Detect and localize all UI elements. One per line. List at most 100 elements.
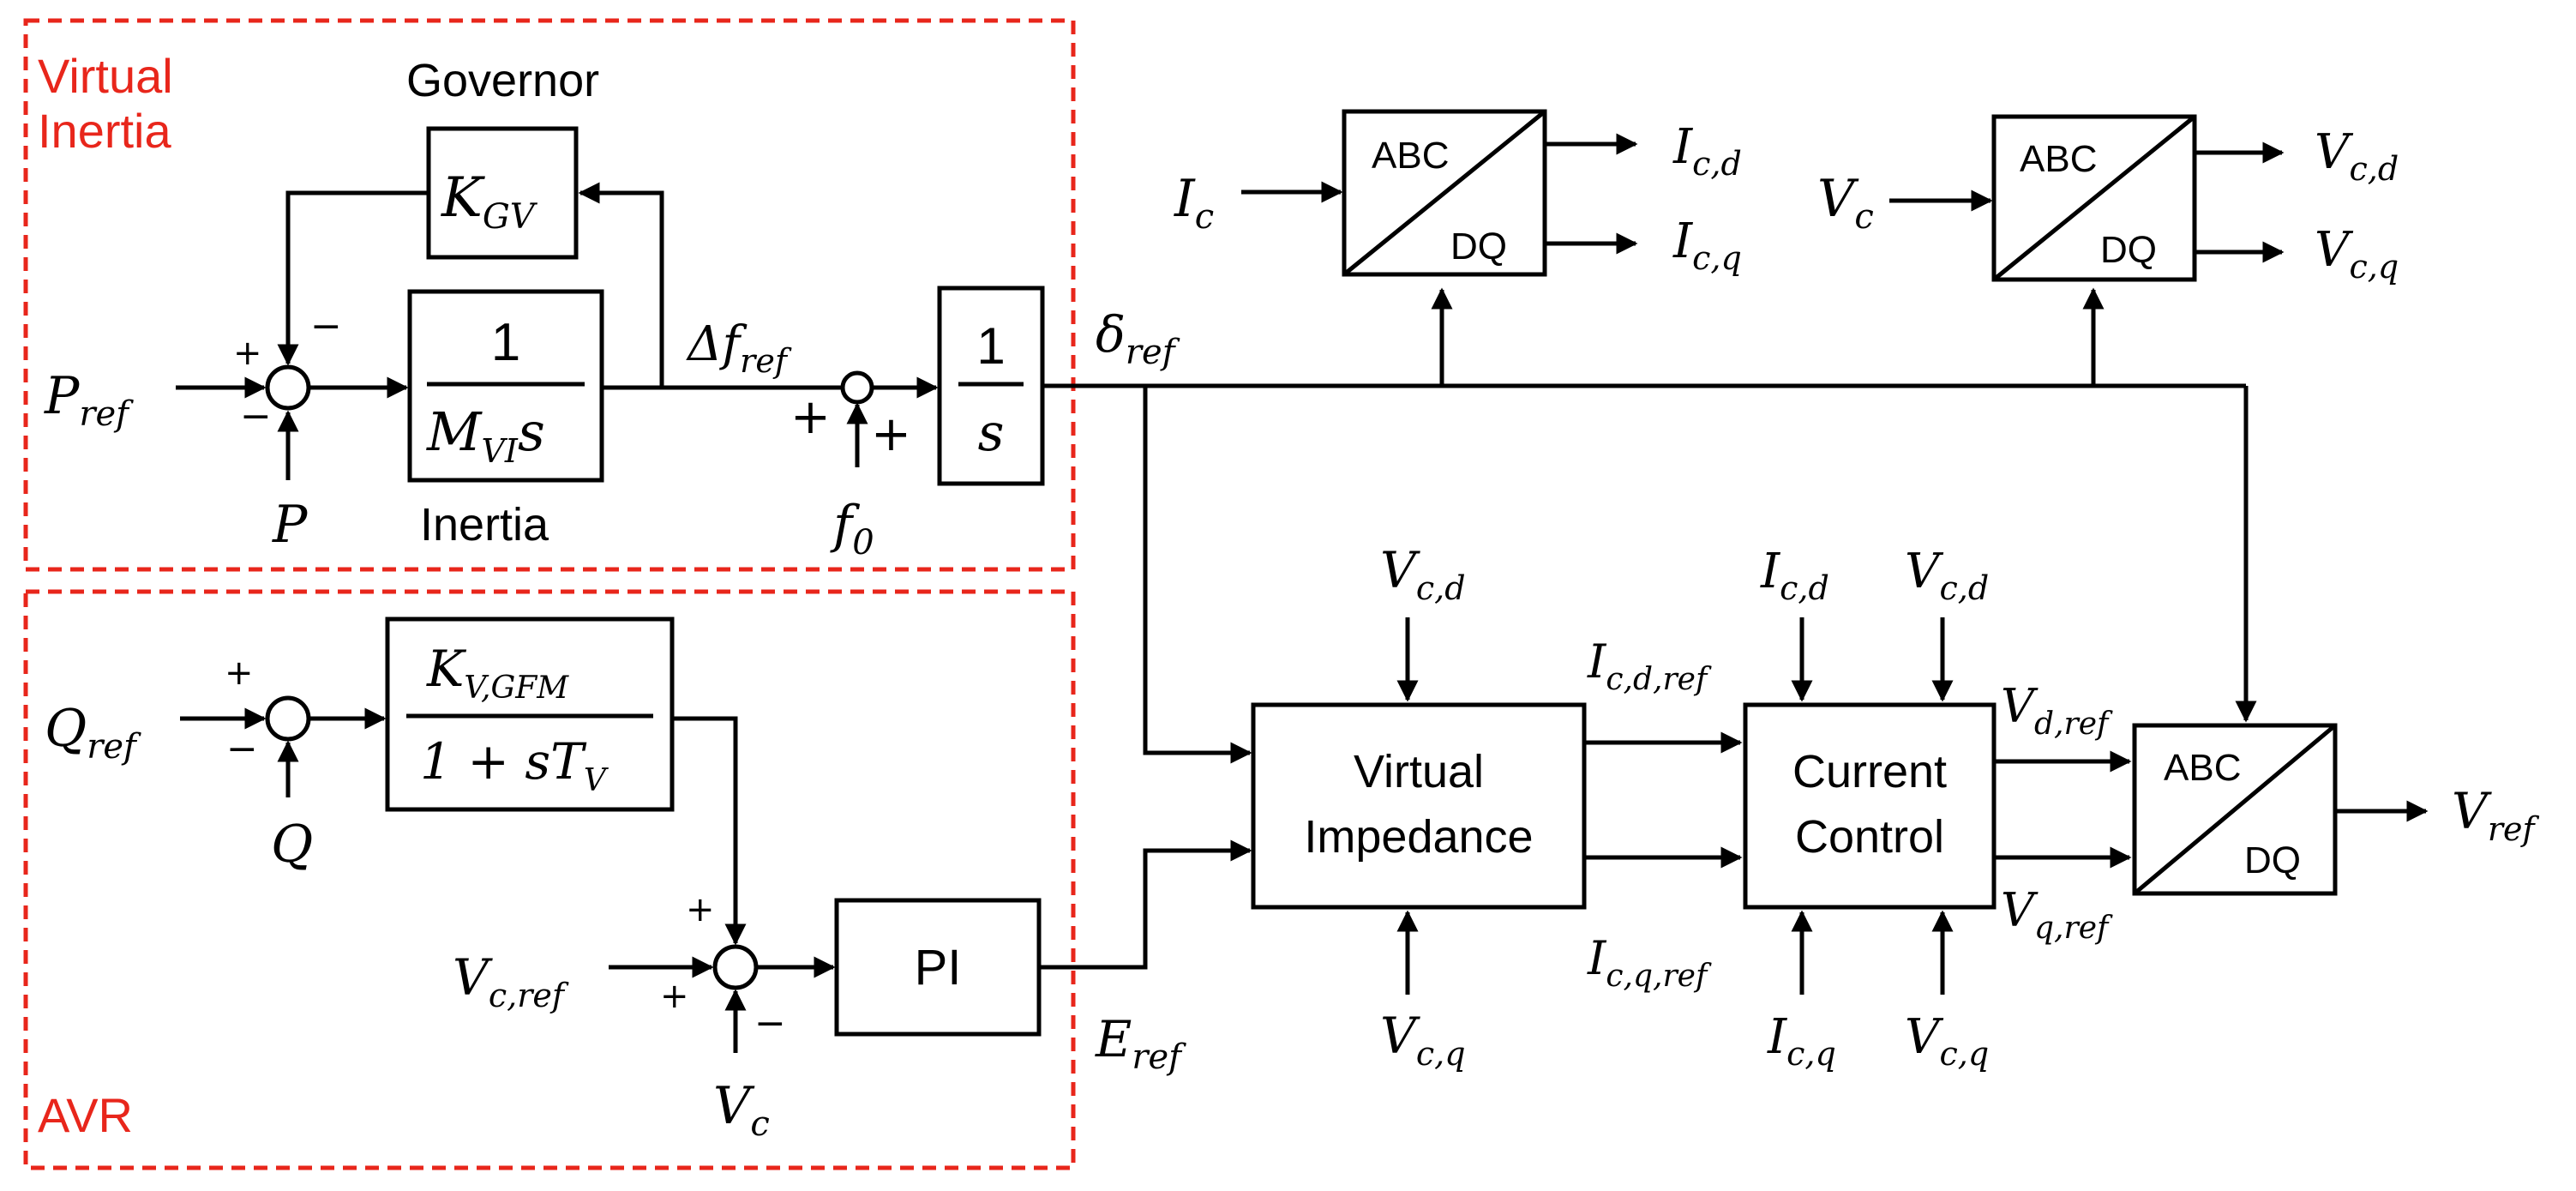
inertia-num: 1 — [491, 313, 520, 372]
vc-ref-label: Vc,ref — [453, 948, 569, 1014]
cc-icd-sub: c,d — [1780, 569, 1829, 607]
virtual-inertia-label: Virtual Inertia — [38, 49, 186, 158]
virtual-impedance-line2: Impedance — [1304, 811, 1533, 863]
icd-ref-main: I — [1587, 635, 1607, 689]
abc-dq-output-bottom: DQ — [2244, 839, 2301, 881]
current-control-block — [1743, 702, 1997, 910]
kv-gfm-num: KV,GFM — [426, 640, 569, 706]
governor-minus-sign: − — [310, 304, 342, 348]
vi-vcq-main: V — [1380, 1007, 1420, 1065]
frequency-sum-junction — [840, 370, 874, 405]
ic-q-out-main: I — [1672, 214, 1694, 269]
inertia-den-sub: VI — [481, 432, 518, 470]
virtual-inertia-label-line1: Virtual — [38, 49, 173, 103]
current-control-line1: Current — [1792, 746, 1947, 797]
inertia-den-tail: s — [518, 400, 545, 463]
v-ref-label: Vref — [2452, 782, 2540, 848]
vc-label: Vc — [1817, 169, 1874, 237]
f0-label: f0 — [830, 495, 874, 562]
cc-icq-main: I — [1767, 1009, 1788, 1065]
vd-ref-main: V — [2001, 679, 2039, 733]
vi-vcq-sub: c,q — [1416, 1035, 1466, 1073]
ic-q-out-label: Ic,q — [1672, 214, 1742, 277]
cc-vcd-main: V — [1905, 544, 1944, 599]
delta-to-virtual-impedance-wire — [1143, 386, 1252, 764]
delta-f-ref-sub: ref — [740, 342, 792, 380]
f0-plus-sign: + — [871, 406, 911, 462]
abc-dq-ic-bottom: DQ — [1450, 226, 1507, 268]
vc-ref-main: V — [453, 948, 493, 1007]
inertia-to-governor-wire — [578, 182, 664, 390]
abc-dq-output-diagonal — [2133, 724, 2337, 895]
icq-ref-sub: c,q,ref — [1606, 959, 1712, 994]
current-control-line2: Control — [1795, 811, 1944, 863]
inertia-title: Inertia — [420, 499, 549, 550]
cc-icd-label: Ic,d — [1760, 544, 1829, 607]
virtual-impedance-line1: Virtual — [1354, 746, 1484, 797]
icq-ref-main: I — [1587, 931, 1607, 985]
governor-gain-main: K — [441, 166, 485, 230]
icq-ref-label: Ic,q,ref — [1587, 931, 1712, 994]
cc-vcq-main: V — [1905, 1009, 1944, 1065]
q-ref-main: Q — [45, 699, 87, 759]
p-ref-plus-sign: + — [233, 334, 262, 373]
abc-dq-ic-top: ABC — [1372, 135, 1449, 177]
vc-minus-sign: − — [754, 1002, 786, 1045]
pi-label: PI — [915, 940, 962, 996]
kv-gfm-den-sub: V — [584, 763, 609, 798]
p-label: P — [272, 495, 309, 555]
kv-gfm-num-main: K — [426, 640, 467, 698]
abc-dq-vc-diagonal — [1992, 115, 2196, 281]
vc-q-out-sub: c,q — [2349, 248, 2399, 286]
kv-gfm-den-main: 1 + sT — [420, 732, 587, 791]
kv-to-sum-wire — [672, 716, 747, 946]
delta-ref-main: δ — [1096, 305, 1126, 364]
f0-sub: 0 — [852, 523, 874, 562]
virtual-inertia-label-line2: Inertia — [38, 104, 171, 158]
governor-gain: KGV — [441, 166, 538, 237]
cc-icd-main: I — [1760, 544, 1781, 599]
p-ref-sub: ref — [79, 394, 134, 434]
vc-avr-main: V — [713, 1076, 755, 1136]
delta-f-ref-label: Δfref — [686, 316, 792, 380]
vc-avr-label: Vc — [713, 1076, 770, 1144]
vi-vcq-label: Vc,q — [1380, 1007, 1466, 1073]
ic-d-out-main: I — [1672, 119, 1694, 175]
governor-block — [426, 126, 579, 260]
v-ref-sub: ref — [2488, 810, 2540, 848]
kv-gfm-num-sub: V,GFM — [464, 671, 569, 706]
cc-vcd-label: Vc,d — [1905, 544, 1989, 607]
abc-dq-vc-bottom: DQ — [2100, 229, 2157, 271]
cc-vcq-label: Vc,q — [1905, 1009, 1989, 1073]
vi-vcd-sub: c,d — [1416, 569, 1466, 607]
q-label: Q — [271, 815, 313, 875]
ic-d-out-label: Ic,d — [1672, 119, 1742, 183]
pi-to-virtual-impedance-wire — [1039, 839, 1252, 970]
icd-ref-label: Ic,d,ref — [1587, 635, 1712, 697]
reactive-sum-junction — [265, 695, 311, 742]
integrator-den: s — [978, 403, 1005, 463]
vc-d-out-main: V — [2315, 124, 2354, 180]
abc-dq-vc-top: ABC — [2020, 138, 2097, 180]
inertia-den: MVIs — [426, 400, 545, 470]
vc-main: V — [1817, 169, 1859, 229]
governor-feedback-wire — [277, 190, 429, 366]
vi-vcd-label: Vc,d — [1380, 541, 1466, 607]
abc-dq-output-top: ABC — [2164, 747, 2241, 789]
cc-vcd-sub: c,d — [1939, 569, 1989, 607]
ic-d-out-sub: c,d — [1692, 145, 1742, 183]
vc-d-out-label: Vc,d — [2315, 124, 2399, 188]
vd-ref-sub: d,ref — [2034, 707, 2113, 742]
icd-ref-sub: c,d,ref — [1606, 662, 1712, 697]
kv-plus-sign: + — [686, 890, 715, 929]
delta-f-ref-main: Δf — [686, 316, 748, 372]
kv-gfm-den: 1 + sTV — [420, 732, 609, 798]
ic-main: I — [1174, 169, 1196, 229]
v-ref-main: V — [2452, 782, 2492, 840]
vc-q-out-main: V — [2315, 222, 2354, 278]
abc-dq-ic-diagonal — [1342, 110, 1546, 276]
vi-vcd-main: V — [1380, 541, 1420, 599]
vq-ref-label: Vq,ref — [2001, 883, 2113, 946]
vd-ref-label: Vd,ref — [2001, 679, 2113, 742]
inertia-den-main: M — [426, 400, 483, 463]
